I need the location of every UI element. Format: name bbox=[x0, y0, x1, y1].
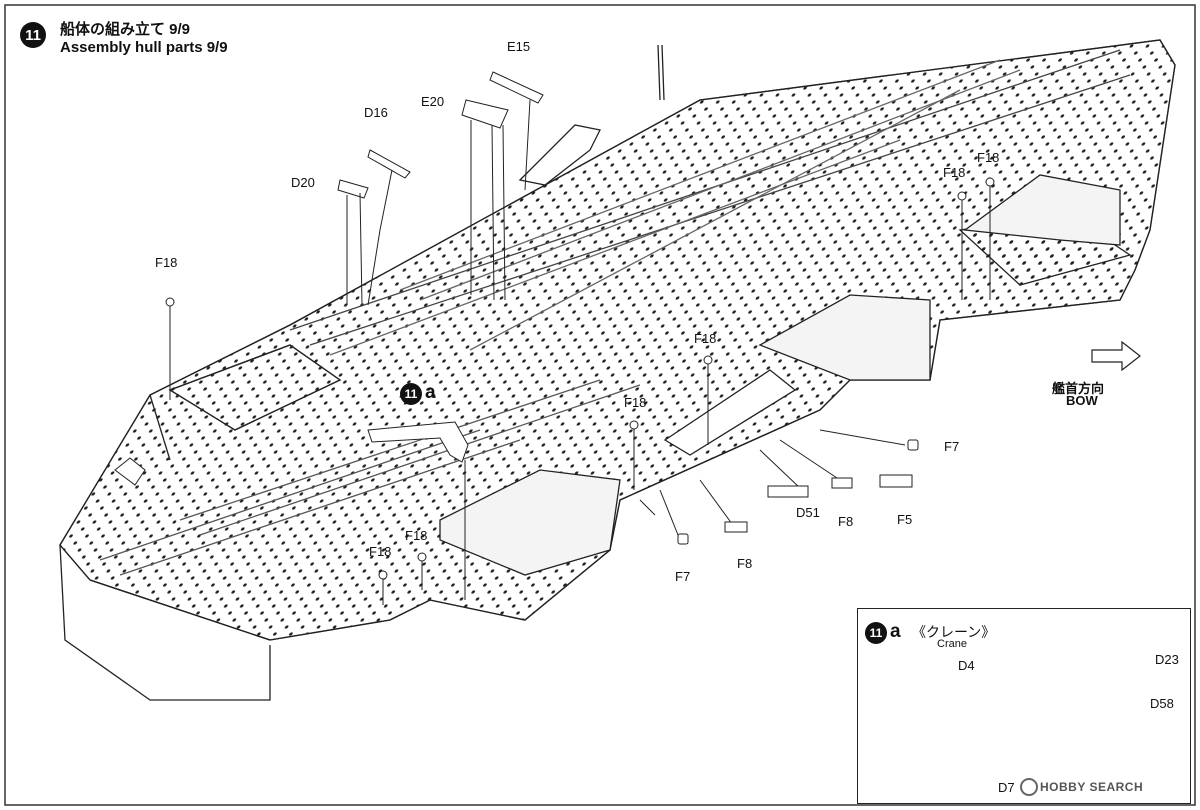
step-number-badge: 11 bbox=[20, 22, 46, 48]
inset-label-d7: D7 bbox=[998, 780, 1015, 795]
inset-step-badge: 11 bbox=[865, 622, 887, 644]
part-label-e15: E15 bbox=[507, 39, 531, 54]
step-title-jp: 船体の組み立て 9/9 bbox=[60, 21, 191, 38]
inset-label-d4: D4 bbox=[958, 658, 975, 673]
part-label-f7: F7 bbox=[944, 439, 960, 454]
bow-label-jp: 艦首方向 bbox=[1052, 381, 1105, 396]
inset-title-jp: 《クレーン》 bbox=[912, 624, 996, 640]
part-label-f7: F7 bbox=[675, 569, 691, 584]
part-label-f18: F18 bbox=[155, 255, 178, 270]
part-label-d20: D20 bbox=[291, 175, 315, 190]
page-border bbox=[4, 4, 1196, 806]
watermark: HOBBY SEARCH bbox=[1040, 780, 1144, 794]
substep-letter: a bbox=[425, 382, 436, 403]
flight-deck bbox=[59, 39, 1176, 701]
bow-arrow-icon bbox=[1091, 340, 1141, 372]
inset-step-letter: a bbox=[890, 621, 901, 642]
part-label-f18: F18 bbox=[977, 150, 1000, 165]
part-label-f8: F8 bbox=[838, 514, 854, 529]
part-label-f18: F18 bbox=[694, 331, 717, 346]
part-label-f18: F18 bbox=[369, 544, 392, 559]
part-label-f8: F8 bbox=[737, 556, 753, 571]
watermark-logo-icon bbox=[1020, 778, 1038, 796]
inset-label-d58: D58 bbox=[1150, 696, 1174, 711]
assembly-leaders bbox=[114, 71, 995, 605]
part-label-d51: D51 bbox=[796, 505, 820, 520]
part-label-e20: E20 bbox=[421, 94, 445, 109]
part-label-d16: D16 bbox=[364, 105, 388, 120]
inset-title-en: Crane bbox=[937, 638, 967, 650]
bow-label-en: BOW bbox=[1066, 393, 1098, 408]
inset-label-d23: D23 bbox=[1155, 652, 1179, 667]
crane-inset-panel bbox=[857, 608, 1191, 804]
part-label-f18: F18 bbox=[943, 165, 966, 180]
substep-badge: 11 bbox=[400, 383, 422, 405]
step-title-en: Assembly hull parts 9/9 bbox=[60, 39, 228, 56]
part-label-f18: F18 bbox=[624, 395, 647, 410]
part-label-f18: F18 bbox=[405, 528, 428, 543]
part-label-f5: F5 bbox=[897, 512, 913, 527]
